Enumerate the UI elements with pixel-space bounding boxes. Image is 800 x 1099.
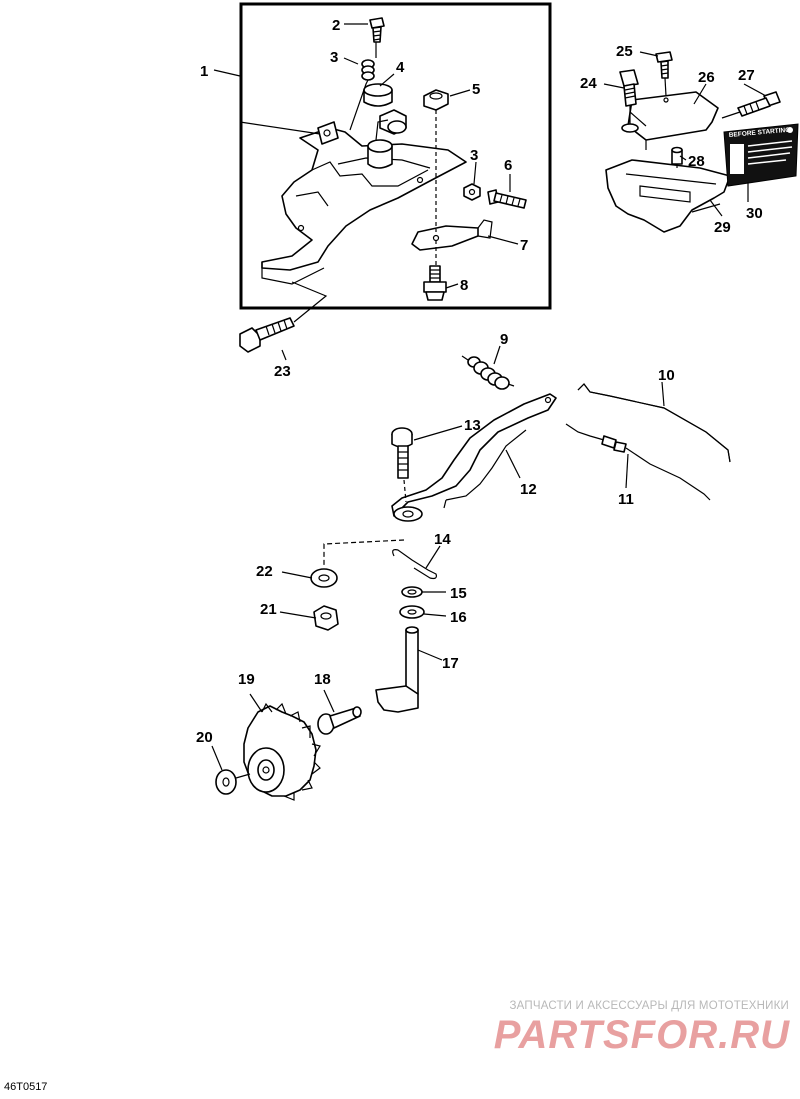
callout-25: 25	[616, 43, 633, 60]
governor-spindle	[367, 109, 407, 169]
shaft-17	[375, 626, 419, 713]
washer-15	[401, 586, 423, 598]
callout-14: 14	[434, 531, 451, 548]
decal-30: BEFORE STARTING	[723, 123, 799, 187]
pin-18	[317, 706, 362, 735]
callout-10: 10	[658, 367, 675, 384]
spring-3	[361, 59, 375, 81]
gear-19	[243, 702, 321, 801]
callout-2: 2	[332, 17, 340, 34]
callout-9: 9	[500, 331, 508, 348]
callout-1: 1	[200, 63, 208, 80]
callout-8: 8	[460, 277, 468, 294]
control-bracket	[261, 121, 467, 285]
callout-3b: 3	[470, 147, 478, 164]
rod-10	[577, 383, 731, 463]
screw-25	[655, 51, 673, 79]
watermark-tagline: ЗАПЧАСТИ И АКСЕССУАРЫ ДЛЯ МОТОТЕХНИКИ	[509, 1000, 789, 1012]
mounting-plate	[627, 91, 719, 150]
subassembly-frame	[239, 2, 552, 310]
callout-12: 12	[520, 481, 537, 498]
callout-21: 21	[260, 601, 277, 618]
callout-7: 7	[520, 237, 528, 254]
callout-27: 27	[738, 67, 755, 84]
watermark-logo: PARTSFOR.RU	[493, 1013, 790, 1057]
nut-3	[463, 183, 481, 201]
clip-14	[392, 549, 437, 580]
callout-3: 3	[330, 49, 338, 66]
washer-22	[310, 568, 338, 588]
nut-5	[423, 89, 449, 111]
spacer-28	[671, 146, 683, 165]
cover-plate-29	[605, 159, 731, 233]
bolt-27	[737, 91, 781, 117]
callout-29: 29	[714, 219, 731, 236]
bracket-7	[411, 219, 493, 251]
callout-30: 30	[746, 205, 763, 222]
callout-18: 18	[314, 671, 331, 688]
callout-20: 20	[196, 729, 213, 746]
cable-11	[565, 423, 711, 501]
bolt-23	[239, 317, 295, 353]
spring-9	[461, 355, 515, 390]
cap-4	[363, 83, 393, 107]
washer-20	[215, 769, 237, 795]
callout-4: 4	[396, 59, 405, 76]
washer-16	[399, 605, 425, 619]
bolt-13	[391, 427, 413, 479]
callout-26: 26	[698, 69, 715, 86]
figure-code: 46T0517	[4, 1081, 48, 1093]
callout-11: 11	[618, 491, 634, 508]
bolt-24	[619, 69, 639, 133]
callout-15: 15	[450, 585, 467, 602]
callout-16: 16	[450, 609, 467, 626]
callout-22: 22	[256, 563, 273, 580]
callout-28: 28	[688, 153, 705, 170]
callout-19: 19	[238, 671, 255, 688]
callout-24: 24	[580, 75, 597, 92]
bolt-6	[487, 189, 527, 209]
nut-21	[313, 605, 339, 631]
bolt-8	[423, 265, 447, 301]
callout-23: 23	[274, 363, 291, 380]
throttle-lever-12	[391, 393, 557, 522]
callout-17: 17	[442, 655, 459, 672]
callout-13: 13	[464, 417, 481, 434]
callout-5: 5	[472, 81, 480, 98]
callout-6: 6	[504, 157, 512, 174]
screw-2	[369, 17, 385, 43]
